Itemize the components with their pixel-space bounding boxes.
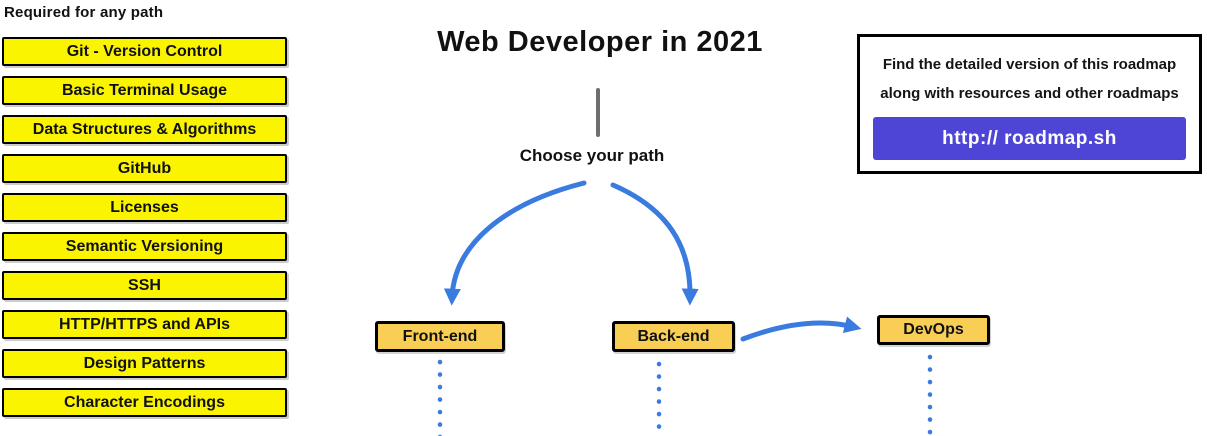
info-panel: Find the detailed version of this roadma… (857, 34, 1202, 174)
topic-basic-terminal-usage[interactable]: Basic Terminal Usage (2, 76, 287, 105)
arrow-to-back-end (610, 182, 699, 306)
topic-ssh[interactable]: SSH (2, 271, 287, 300)
arrow-back-end-to-devops (740, 316, 862, 342)
title-connector-line (596, 88, 600, 137)
topic-data-structures-algorithms[interactable]: Data Structures & Algorithms (2, 115, 287, 144)
choose-your-path-label: Choose your path (519, 146, 665, 165)
node-front-end[interactable]: Front-end (375, 321, 505, 352)
node-devops[interactable]: DevOps (877, 315, 990, 345)
topic-semantic-versioning[interactable]: Semantic Versioning (2, 232, 287, 261)
topic-http-https-apis[interactable]: HTTP/HTTPS and APIs (2, 310, 287, 339)
topic-list: Git - Version Control Basic Terminal Usa… (2, 37, 289, 417)
topic-git-version-control[interactable]: Git - Version Control (2, 37, 287, 66)
info-panel-text-line2: along with resources and other roadmaps (880, 85, 1179, 102)
sidebar-required-topics: Required for any path Git - Version Cont… (2, 4, 289, 417)
page-title: Web Developer in 2021 (437, 26, 763, 58)
arrow-to-front-end (443, 180, 587, 306)
topic-licenses[interactable]: Licenses (2, 193, 287, 222)
topic-character-encodings[interactable]: Character Encodings (2, 388, 287, 417)
topic-github[interactable]: GitHub (2, 154, 287, 183)
node-back-end[interactable]: Back-end (612, 321, 735, 352)
sidebar-heading: Required for any path (4, 4, 164, 21)
topic-design-patterns[interactable]: Design Patterns (2, 349, 287, 378)
info-panel-text-line1: Find the detailed version of this roadma… (882, 56, 1177, 73)
roadmap-link-button[interactable]: http:// roadmap.sh (873, 117, 1186, 160)
